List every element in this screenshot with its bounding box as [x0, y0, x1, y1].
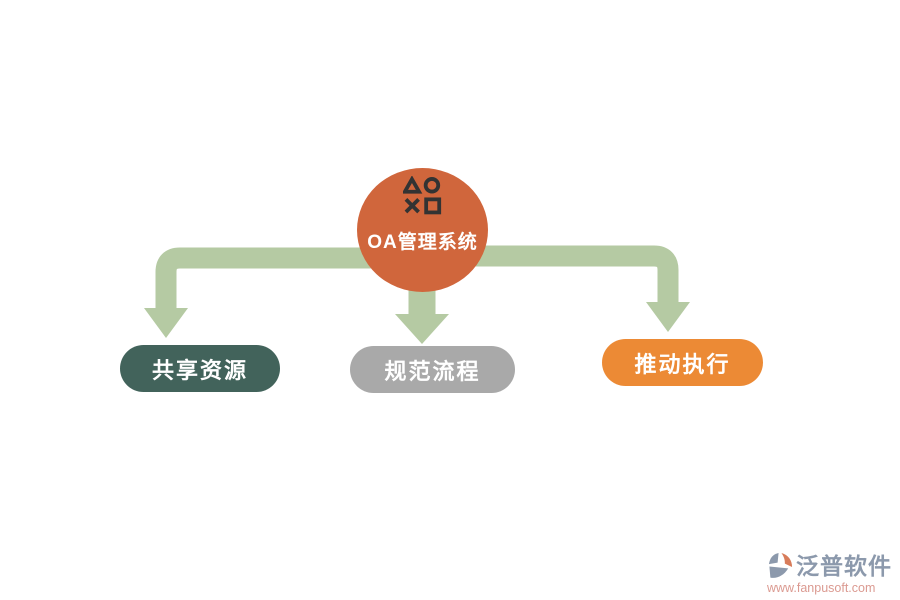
arrow-right — [430, 245, 690, 332]
logo-crescent — [781, 553, 793, 568]
arrow-down — [395, 284, 449, 344]
watermark-brand: 泛普软件 — [796, 552, 892, 579]
branch-label: 推动执行 — [634, 351, 731, 377]
x-glyph — [404, 198, 420, 214]
square-glyph — [423, 197, 441, 215]
triangle-glyph — [402, 176, 422, 194]
branch-node-standard-process: 规范流程 — [350, 346, 515, 393]
logo-wing-top — [768, 553, 779, 565]
watermark-url: www.fanpusoft.com — [767, 581, 876, 596]
shapes-icon — [402, 176, 441, 215]
branch-node-share-resources: 共享资源 — [120, 345, 280, 392]
watermark: 泛普软件 www.fanpusoft.com — [767, 551, 892, 596]
circle-glyph — [423, 177, 440, 194]
branch-node-promote-execution: 推动执行 — [602, 339, 763, 386]
arrow-left — [144, 247, 420, 338]
fanpu-logo-icon — [768, 553, 793, 579]
root-node-label: OA管理系统 — [367, 232, 478, 253]
branch-label: 规范流程 — [384, 358, 481, 384]
root-node-oa-system: OA管理系统 — [357, 168, 488, 292]
logo-wing-bottom — [769, 566, 789, 579]
branch-label: 共享资源 — [151, 357, 248, 383]
